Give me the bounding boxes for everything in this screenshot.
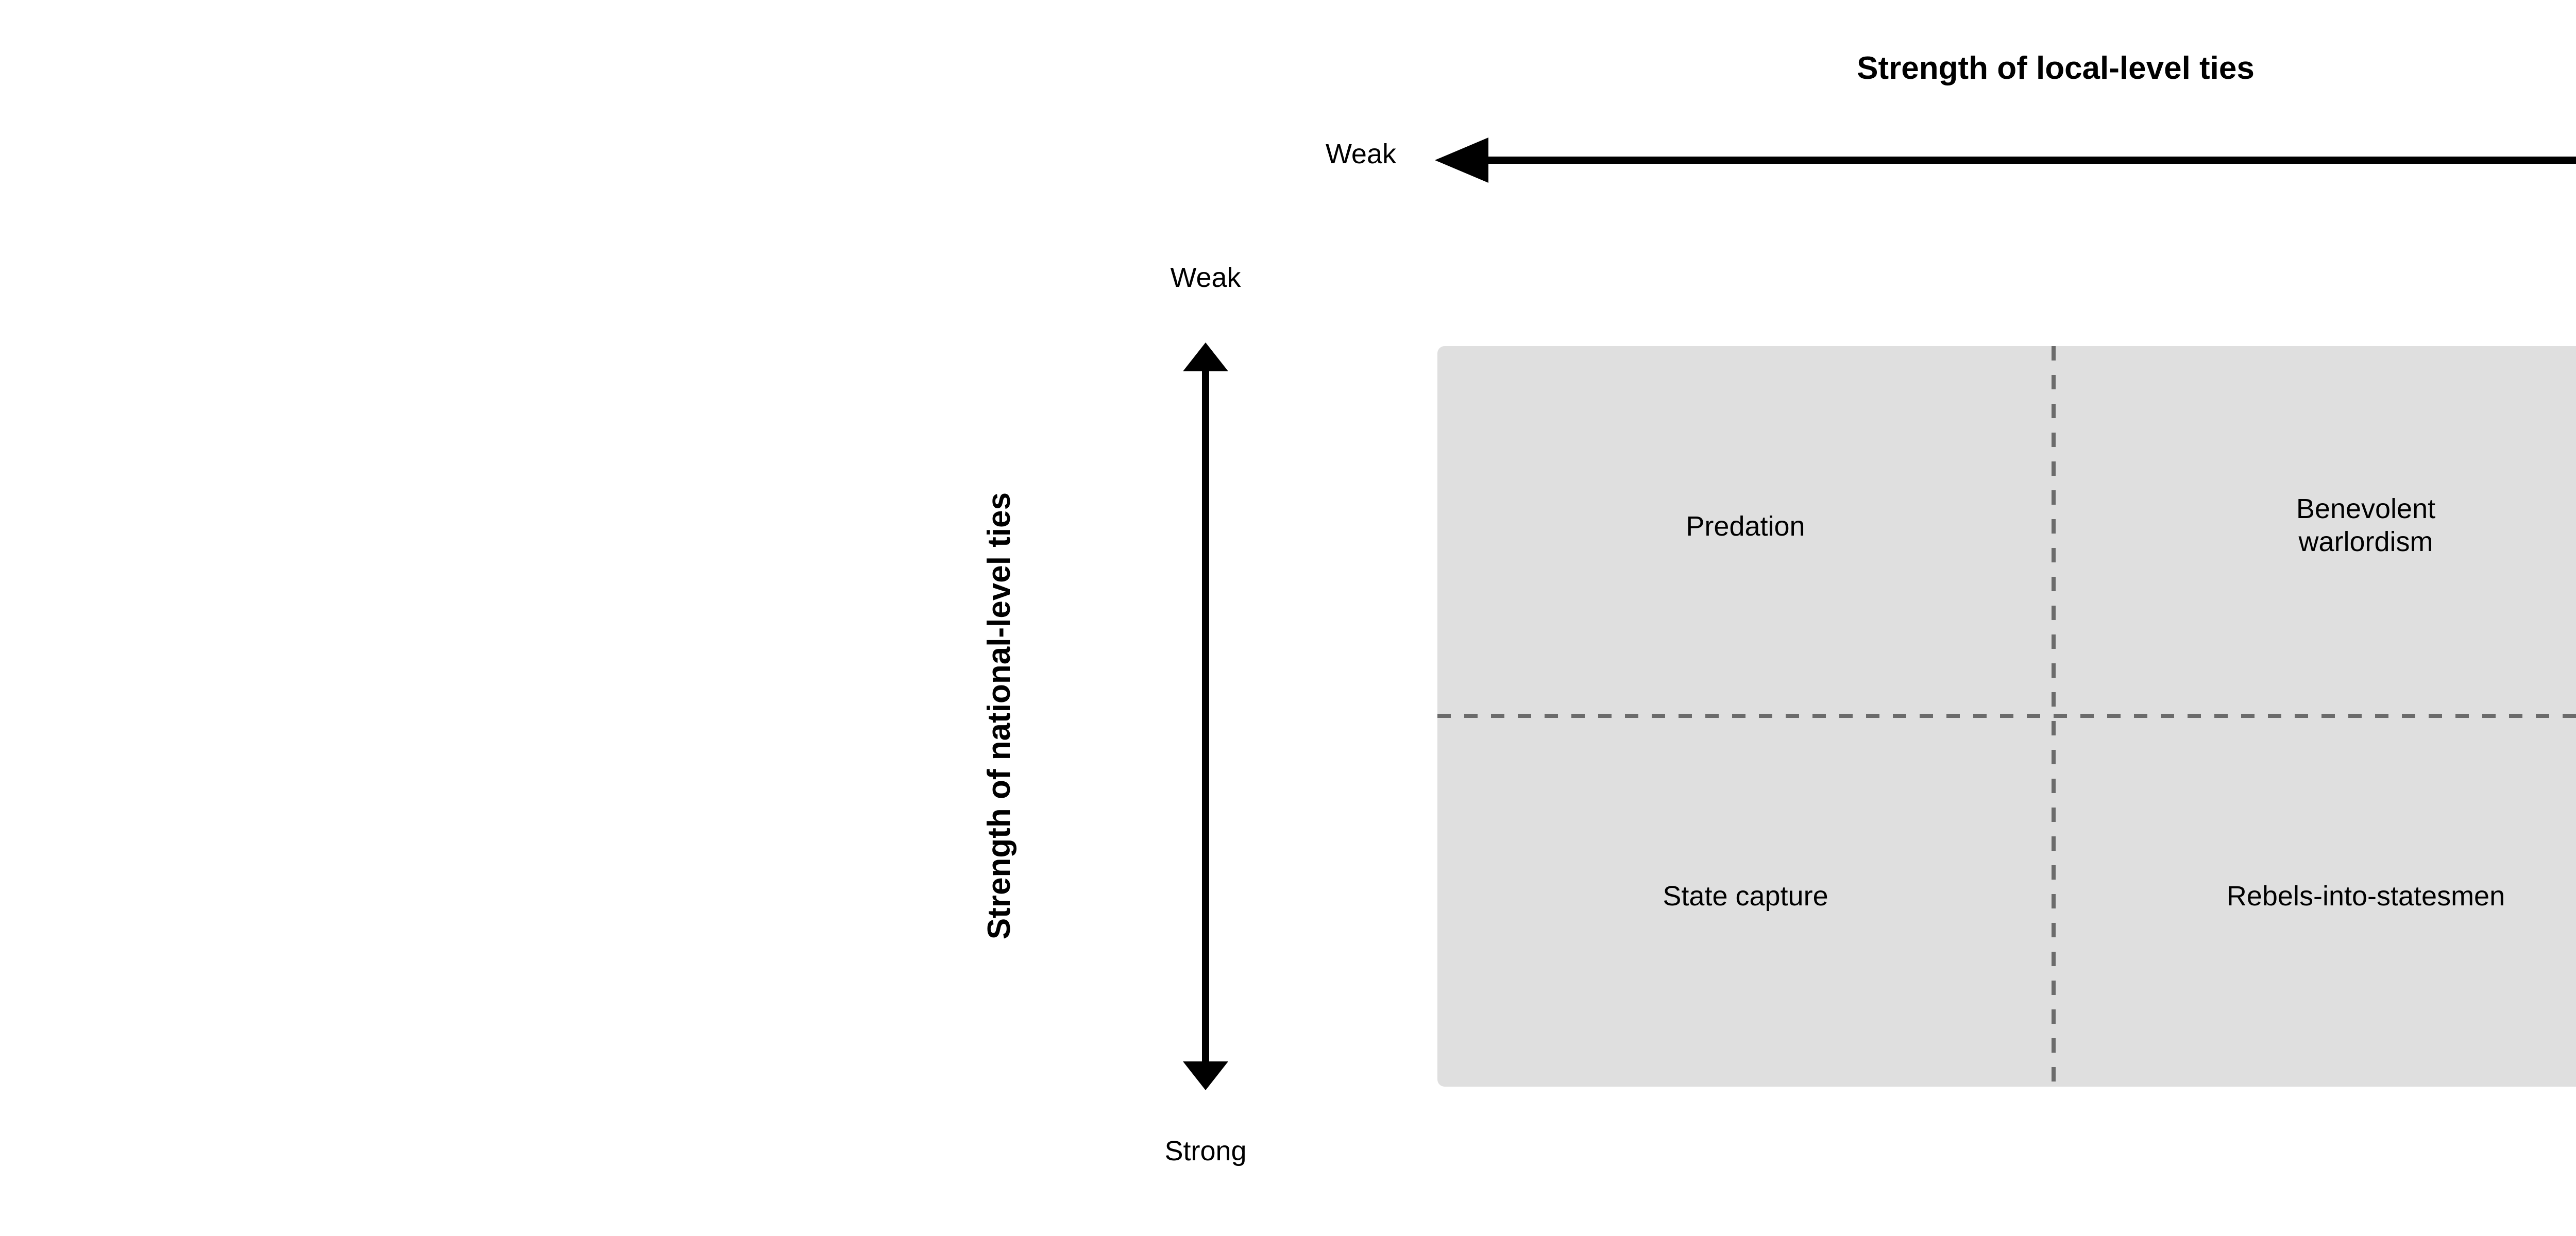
horizontal-dashed-divider [1437,714,2576,718]
y-axis-title: Strength of national-level ties [981,492,1017,940]
quadrant-bottom-right-label: Rebels-into-statesmen [2226,881,2505,912]
quadrant-matrix: Predation Benevolent warlordism State ca… [1437,346,2576,1087]
quadrant-bottom-right: Rebels-into-statesmen [2058,717,2576,1087]
quadrant-top-right-label: Benevolent warlordism [2296,493,2436,557]
quadrant-top-left: Predation [1437,346,2054,716]
y-axis-low-label: Weak [1170,262,1241,293]
quadrant-top-left-label: Predation [1686,511,1805,542]
x-axis-double-arrow [1435,138,2576,183]
quadrant-bottom-left-label: State capture [1663,881,1828,912]
quadrant-bottom-left: State capture [1437,717,2054,1087]
quadrant-top-right: Benevolent warlordism [2058,346,2576,716]
y-axis-double-arrow [1183,342,1228,1090]
y-axis-high-label: Strong [1164,1136,1247,1166]
x-axis-title: Strength of local-level ties [1857,50,2255,86]
x-axis-low-label: Weak [1325,139,1396,169]
